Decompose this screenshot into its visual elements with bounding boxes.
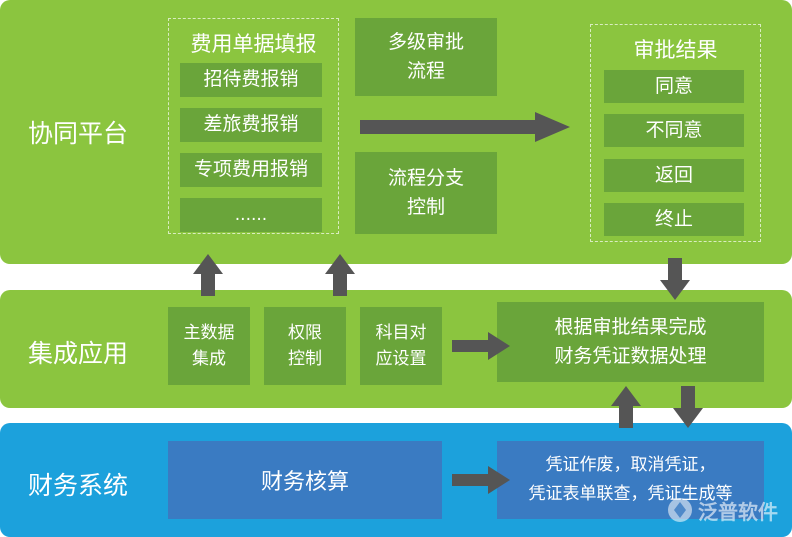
arrow-up-from-finance <box>611 386 641 428</box>
expense-form-group <box>168 18 339 234</box>
arrow-up-master-data <box>193 254 223 296</box>
result-disagree[interactable]: 不同意 <box>604 114 744 147</box>
travel-expense-item[interactable]: 差旅费报销 <box>180 108 322 142</box>
expense-form-title: 费用单据填报 <box>190 32 317 56</box>
watermark-text: 泛普软件 <box>698 500 778 524</box>
subject-mapping-box: 科目对应设置 <box>360 307 442 385</box>
arrow-right-to-processing <box>452 332 510 360</box>
approval-result-group <box>590 24 761 242</box>
permission-control-box: 权限控制 <box>264 307 346 385</box>
multi-level-approval-box: 多级审批流程 <box>355 18 497 96</box>
voucher-processing-box: 根据审批结果完成财务凭证数据处理 <box>497 302 764 382</box>
more-items: ...... <box>180 198 322 232</box>
arrow-down-to-processing <box>660 258 690 300</box>
master-data-integration-box: 主数据集成 <box>168 307 250 385</box>
integration-label: 集成应用 <box>28 339 129 368</box>
result-terminate[interactable]: 终止 <box>604 203 744 236</box>
entertainment-expense-item[interactable]: 招待费报销 <box>180 63 322 97</box>
voucher-operations-box: 凭证作废，取消凭证，凭证表单联查，凭证生成等 <box>497 441 764 519</box>
special-expense-item[interactable]: 专项费用报销 <box>180 153 322 187</box>
platform-label: 协同平台 <box>28 119 129 148</box>
arrow-up-permission <box>325 254 355 296</box>
result-agree[interactable]: 同意 <box>604 70 744 103</box>
arrow-right-to-voucher-ops <box>452 466 510 494</box>
finance-label: 财务系统 <box>28 471 129 500</box>
arrow-right-to-results <box>360 112 570 142</box>
arrow-down-to-finance <box>673 386 703 428</box>
branch-control-box: 流程分支控制 <box>355 152 497 234</box>
financial-accounting-box: 财务核算 <box>168 441 442 519</box>
watermark-logo: 泛普软件 <box>664 490 788 530</box>
approval-result-title: 审批结果 <box>633 38 718 62</box>
result-return[interactable]: 返回 <box>604 159 744 192</box>
